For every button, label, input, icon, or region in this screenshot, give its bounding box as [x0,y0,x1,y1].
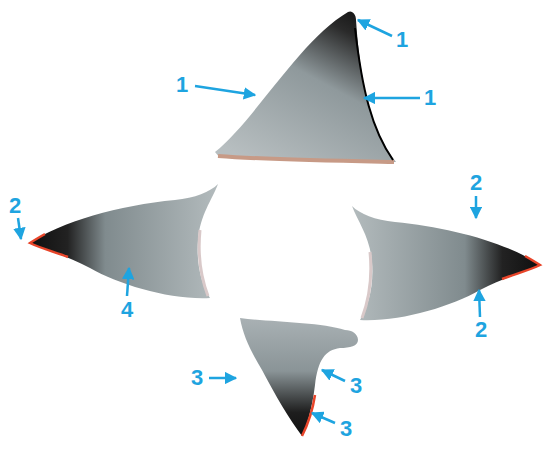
leader-arrows [18,20,480,423]
callout-number: 2 [470,172,482,194]
callout-number: 3 [350,375,362,397]
dorsal-fin [215,11,396,162]
left-pectoral-fin [30,184,218,298]
callout-number: 2 [475,319,487,341]
callout-number: 1 [176,74,188,96]
callout-number: 3 [191,367,203,389]
callout-number: 4 [121,299,133,321]
callout-number: 3 [340,418,352,440]
callout-number: 1 [396,29,408,51]
callout-number: 1 [424,87,436,109]
right-pectoral-fin [352,206,540,320]
callout-number: 2 [9,195,21,217]
